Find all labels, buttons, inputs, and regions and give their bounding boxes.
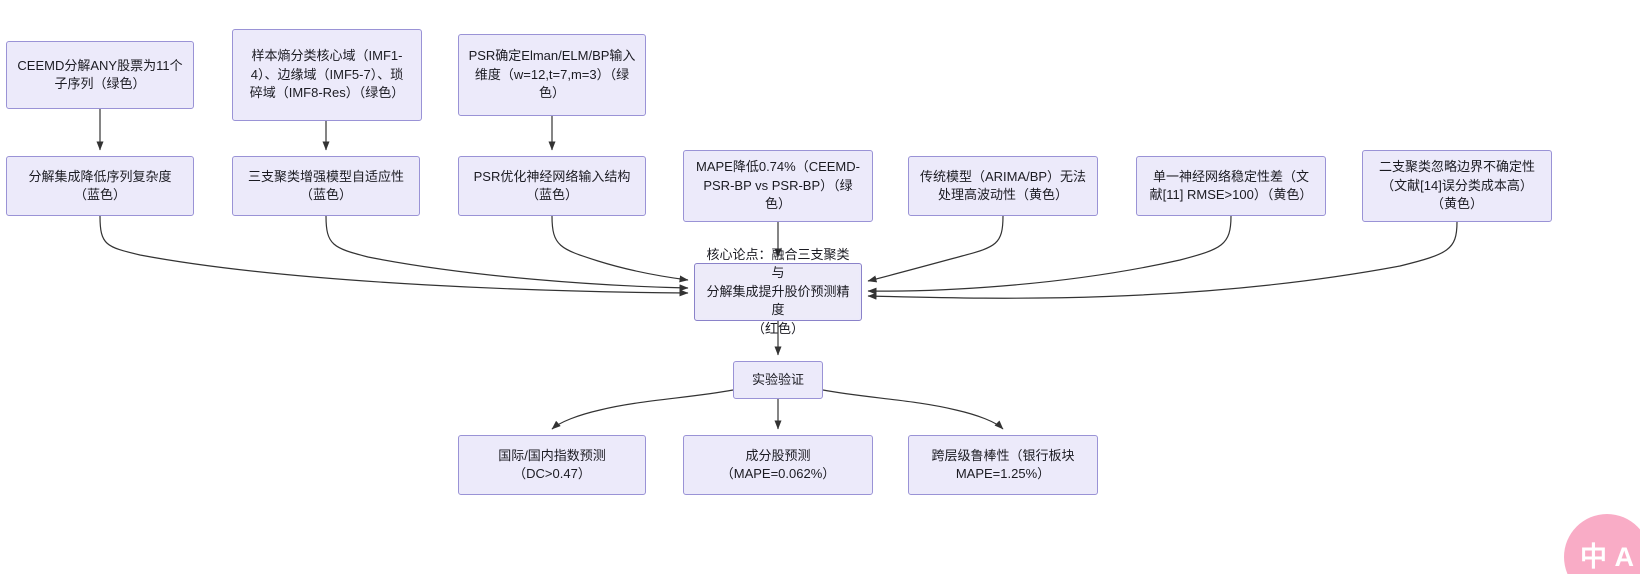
flow-node-label: 分解集成降低序列复杂度 （蓝色） (28, 168, 172, 202)
edge-n11-to-n12 (551, 389, 734, 430)
flow-node-label: 核心论点：融合三支聚类与 分解集成提升股价预测精度 （红色） (706, 246, 850, 336)
flow-node-label: MAPE降低0.74%（CEEMD- PSR-BP vs PSR-BP）（绿 色… (696, 159, 860, 212)
flow-node-label: 传统模型（ARIMA/BP）无法 处理高波动性（黄色） (919, 168, 1087, 202)
flow-node-label: CEEMD分解ANY股票为11个 子序列（绿色） (17, 57, 183, 91)
edge-n6-to-core (551, 215, 689, 283)
flow-node-label: PSR确定Elman/ELM/BP输入 维度（w=12,t=7,m=3）（绿 色… (468, 48, 636, 101)
flow-node-n2[interactable]: 样本熵分类核心域（IMF1- 4）、边缘域（IMF5-7）、琐 碎域（IMF8-… (232, 29, 422, 121)
edge-n8-to-core (867, 215, 1004, 283)
flow-node-n8[interactable]: 传统模型（ARIMA/BP）无法 处理高波动性（黄色） (908, 156, 1098, 216)
edge-n9-to-core (867, 215, 1232, 295)
flow-node-label: 实验验证 (751, 371, 804, 387)
watermark-label: 中 A (1580, 541, 1634, 572)
flow-node-n6[interactable]: PSR优化神经网络输入结构 （蓝色） (458, 156, 646, 216)
flow-node-n7[interactable]: MAPE降低0.74%（CEEMD- PSR-BP vs PSR-BP）（绿 色… (683, 150, 873, 222)
flow-node-n10[interactable]: 二支聚类忽略边界不确定性 （文献[14]误分类成本高） （黄色） (1362, 150, 1552, 222)
edge-n4-to-core (99, 215, 689, 297)
edge-n5-to-core (325, 215, 689, 292)
flow-node-core[interactable]: 核心论点：融合三支聚类与 分解集成提升股价预测精度 （红色） (694, 247, 862, 336)
flow-node-n9[interactable]: 单一神经网络稳定性差（文 献[11] RMSE>100）（黄色） (1136, 156, 1326, 216)
flow-node-n11[interactable]: 实验验证 (733, 361, 823, 399)
flow-node-label: 跨层级鲁棒性（银行板块 MAPE=1.25%） (931, 447, 1075, 481)
flow-node-n5[interactable]: 三支聚类增强模型自适应性 （蓝色） (232, 156, 420, 216)
flow-node-n12[interactable]: 国际/国内指数预测 （DC>0.47） (458, 435, 646, 495)
flow-node-label: 二支聚类忽略边界不确定性 （文献[14]误分类成本高） （黄色） (1378, 159, 1535, 212)
flow-node-n13[interactable]: 成分股预测 （MAPE=0.062%） (683, 435, 873, 495)
flow-node-n3[interactable]: PSR确定Elman/ELM/BP输入 维度（w=12,t=7,m=3）（绿 色… (458, 34, 646, 116)
flow-node-label: PSR优化神经网络输入结构 （蓝色） (473, 168, 631, 202)
flow-node-n14[interactable]: 跨层级鲁棒性（银行板块 MAPE=1.25%） (908, 435, 1098, 495)
flow-node-label: 样本熵分类核心域（IMF1- 4）、边缘域（IMF5-7）、琐 碎域（IMF8-… (249, 48, 405, 101)
flow-node-label: 国际/国内指数预测 （DC>0.47） (498, 447, 606, 481)
watermark-badge: 中 A (1564, 514, 1640, 574)
flow-node-label: 三支聚类增强模型自适应性 （蓝色） (247, 168, 404, 202)
flow-node-label: 成分股预测 （MAPE=0.062%） (720, 447, 836, 481)
flow-node-label: 单一神经网络稳定性差（文 献[11] RMSE>100）（黄色） (1149, 168, 1313, 202)
flow-node-n4[interactable]: 分解集成降低序列复杂度 （蓝色） (6, 156, 194, 216)
flow-node-n1[interactable]: CEEMD分解ANY股票为11个 子序列（绿色） (6, 41, 194, 109)
edge-n11-to-n14 (822, 389, 1004, 430)
edge-n10-to-core (867, 221, 1458, 300)
